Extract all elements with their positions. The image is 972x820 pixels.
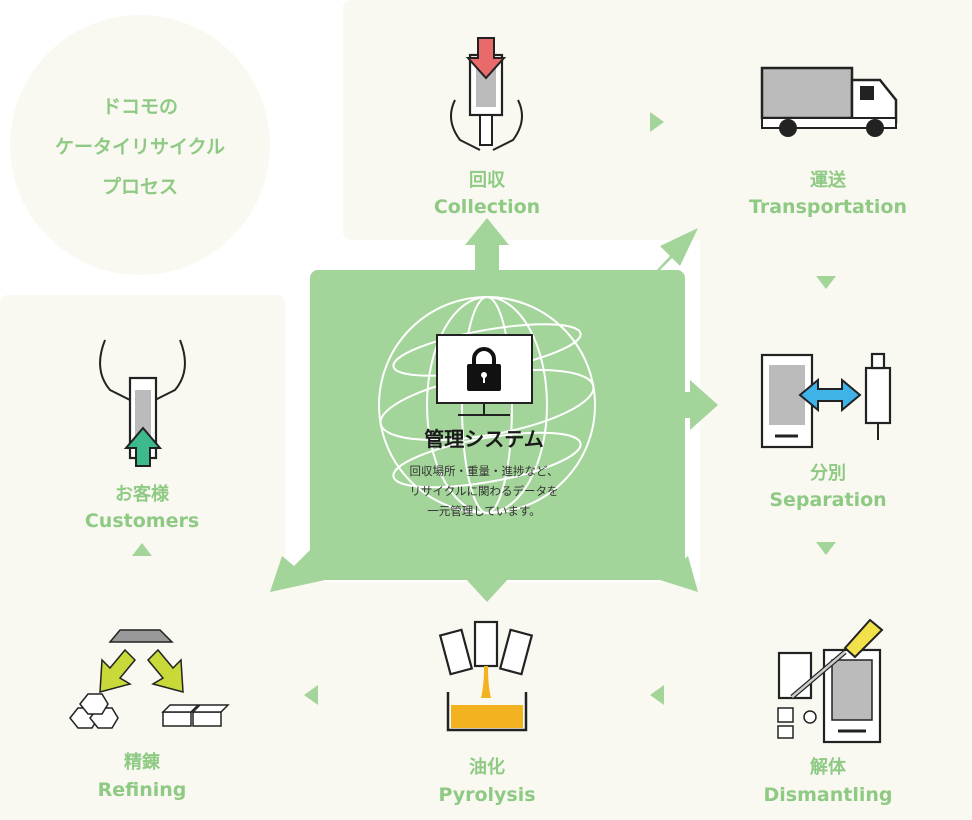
step-label-en: Refining bbox=[98, 779, 187, 801]
monitor-lock-icon bbox=[436, 334, 533, 416]
title-line-3: プロセス bbox=[102, 175, 178, 198]
system-description-3: 一元管理しています。 bbox=[427, 504, 541, 518]
flow-arrow-left bbox=[650, 685, 664, 705]
step-label-ja: お客様 bbox=[115, 483, 170, 505]
management-system-block bbox=[270, 218, 718, 602]
flow-arrow-down bbox=[816, 276, 836, 289]
step-label-ja: 回収 bbox=[469, 170, 506, 191]
dismantling-icon bbox=[777, 618, 884, 744]
system-description-1: 回収場所・重量・進捗など、 bbox=[410, 464, 559, 478]
step-label-en: Dismantling bbox=[764, 784, 893, 806]
step-label-en: Separation bbox=[769, 489, 886, 511]
customers-icon bbox=[99, 339, 186, 467]
flow-arrow-left bbox=[304, 685, 318, 705]
title-line-1: ドコモの bbox=[102, 96, 178, 118]
step-label-ja: 運送 bbox=[810, 169, 847, 191]
step-label-ja: 精錬 bbox=[124, 751, 161, 773]
title-circle bbox=[10, 15, 270, 275]
refining-icon bbox=[69, 629, 230, 729]
system-description-2: リサイクルに関わるデータを bbox=[410, 484, 559, 498]
step-label-en: Transportation bbox=[749, 196, 907, 218]
flow-arrow-up bbox=[132, 543, 152, 556]
globe-icon bbox=[378, 296, 596, 514]
pyrolysis-icon bbox=[438, 620, 534, 732]
step-label-en: Pyrolysis bbox=[438, 784, 535, 806]
collection-icon bbox=[450, 37, 523, 151]
flow-arrow-right bbox=[650, 112, 664, 132]
step-label-en: Collection bbox=[434, 196, 540, 218]
system-heading: 管理システム bbox=[424, 427, 543, 451]
step-label-en: Customers bbox=[85, 510, 199, 532]
title-line-2: ケータイリサイクル bbox=[55, 136, 225, 158]
truck-icon bbox=[760, 66, 898, 137]
separation-icon bbox=[760, 352, 892, 449]
step-label-ja: 油化 bbox=[469, 756, 505, 778]
flow-arrow-down bbox=[816, 542, 836, 555]
flow-arrows bbox=[132, 112, 836, 705]
step-label-ja: 分別 bbox=[810, 463, 846, 484]
step-label-ja: 解体 bbox=[810, 756, 847, 778]
